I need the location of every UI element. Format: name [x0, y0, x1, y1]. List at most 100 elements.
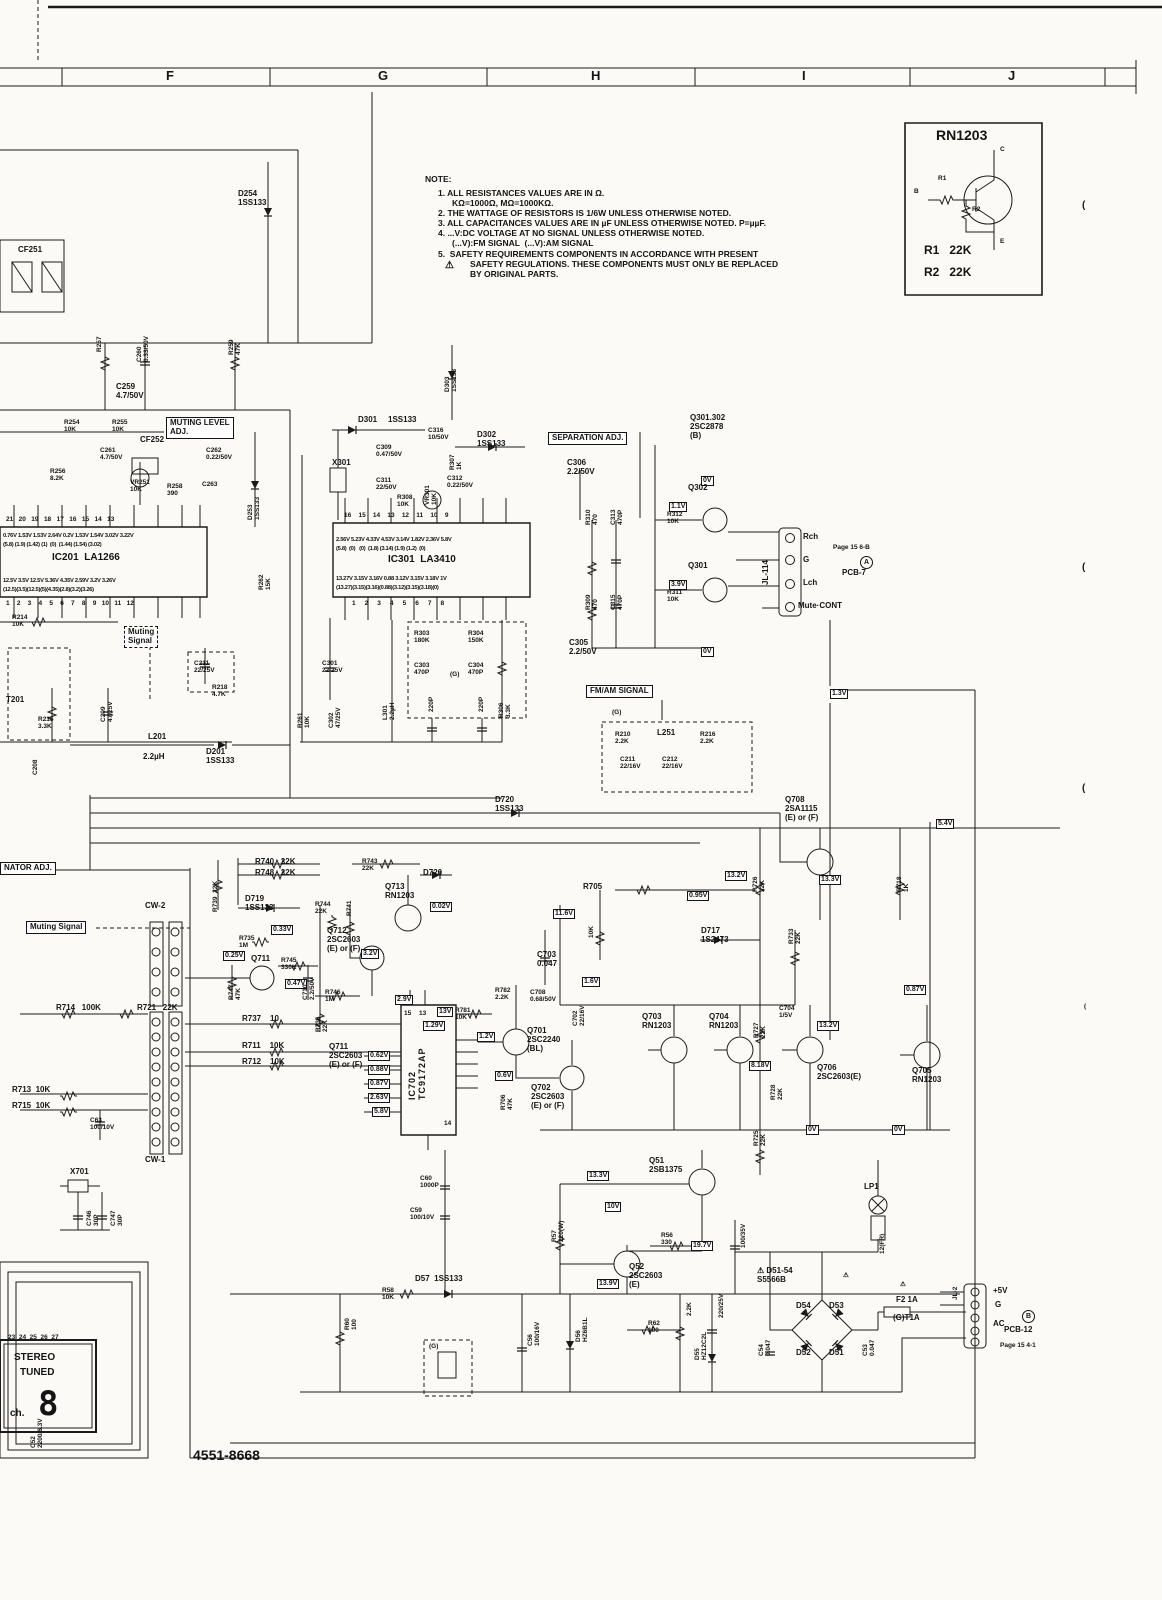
component-label: R782 2.2K: [495, 987, 511, 1002]
component-label: R735 1M: [239, 935, 255, 950]
component-label: R736 22K: [315, 1016, 330, 1032]
component-label: D53: [829, 1301, 844, 1310]
component-label: B: [1022, 1310, 1035, 1323]
component-label: R56 330: [661, 1232, 673, 1247]
component-label: 3.2V: [361, 949, 380, 960]
component-label: Q711 2SC2603 (E) or (F): [329, 1042, 363, 1069]
component-label: JL-114: [761, 560, 770, 585]
component-label: C53 0.047: [862, 1339, 877, 1356]
component-label: C304 470P: [468, 662, 484, 677]
component-label: 100/35V: [740, 1223, 747, 1248]
note-line: (...V):FM SIGNAL (...V):AM SIGNAL: [452, 238, 594, 248]
component-label: R739 22K: [212, 880, 219, 912]
component-label: Lch: [803, 578, 818, 587]
component-label: R740 22K: [255, 857, 296, 866]
component-label: R712 10K: [242, 1057, 285, 1066]
component-label: 0V: [806, 1125, 819, 1136]
component-label: R216 2.2K: [700, 731, 716, 746]
note-line: 2. THE WATTAGE OF RESISTORS IS 1/6W UNLE…: [438, 208, 732, 218]
component-label: JL-2: [952, 1286, 959, 1300]
component-label: R261 10K: [297, 712, 312, 728]
component-label: 1 2 3 4 5 6 7 8 9 10 11 12: [6, 600, 134, 607]
component-label: 1.1V: [669, 502, 688, 513]
component-label: C703 0.047: [537, 950, 558, 968]
component-label: X701: [70, 1167, 89, 1176]
component-label: R781 10K: [455, 1007, 471, 1022]
component-label: R718 1K: [896, 876, 911, 892]
note-line: 3. ALL CAPACITANCES VALUES ARE IN µF UNL…: [438, 218, 767, 228]
component-label: C301 22/25V: [322, 660, 343, 675]
component-label: +5V: [993, 1286, 1008, 1295]
component-label: C302 47/25V: [328, 707, 343, 728]
component-label: R745 330K: [281, 957, 297, 972]
component-label: 1.3V: [830, 689, 849, 700]
component-label: C306 2.2/50V: [567, 458, 595, 476]
component-label: C211 22/16V: [620, 756, 641, 771]
note-line: BY ORIGINAL PARTS.: [470, 269, 559, 279]
component-label: IC702 TC9172AP: [407, 1047, 427, 1100]
component-label: C54 0.047: [758, 1339, 773, 1356]
component-label: CF252: [140, 435, 165, 444]
component-label: C: [1000, 146, 1005, 153]
component-label: R743 22K: [362, 858, 378, 873]
component-label: R308 10K: [397, 494, 413, 509]
component-label: Q703 RN1203: [642, 1012, 672, 1030]
component-label: C746 30P: [86, 1210, 101, 1226]
component-label: 13.3V: [587, 1171, 610, 1182]
component-label: Page 15 6-B: [833, 544, 870, 551]
component-label: C311 22/50V: [376, 477, 397, 492]
component-label: C212 22/16V: [662, 756, 683, 771]
component-label: Mute·CONT: [798, 601, 842, 610]
component-label: NATOR ADJ.: [0, 862, 56, 875]
component-label: Q712 2SC2603 (E) or (F): [327, 926, 361, 953]
component-label: 0V: [701, 647, 714, 658]
grid-column-letter: F: [166, 68, 174, 83]
component-label: 2.63V: [368, 1093, 391, 1104]
component-label: R312 10K: [667, 511, 683, 526]
component-label: 2.56V 5.23V 4.33V 4.53V 3.14V 1.82V 2.36…: [336, 537, 452, 543]
component-label: R711 10K: [242, 1041, 285, 1050]
component-label: R304 150K: [468, 630, 484, 645]
component-label: 19.7V: [691, 1241, 714, 1252]
component-label: R258 390: [167, 483, 183, 498]
component-label: 5.4V: [936, 819, 955, 830]
component-label: Q706 2SC2603(E): [817, 1063, 862, 1081]
component-label: R2 22K: [924, 265, 972, 279]
component-label: G: [803, 555, 810, 564]
component-label: D254 1SS133: [238, 189, 267, 207]
component-label: 13.2V: [817, 1021, 840, 1032]
component-label: R1 22K: [924, 243, 972, 257]
component-label: D52: [796, 1348, 811, 1357]
component-label: (5.8) (1.9) (1.42) (1) (0) (1.44) (1.54)…: [3, 542, 102, 548]
component-label: (: [1082, 200, 1086, 211]
document-number: 4551-8668: [193, 1447, 260, 1463]
component-label: Q704 RN1203: [709, 1012, 739, 1030]
component-label: Rch: [803, 532, 819, 541]
component-label: C208: [32, 759, 39, 775]
component-label: C259 4.7/50V: [116, 382, 144, 400]
component-label: 10K: [588, 926, 595, 938]
component-label: C261 4.7/50V: [100, 447, 123, 462]
component-label: R705: [583, 882, 603, 891]
component-label: 3.9V: [669, 580, 688, 591]
display-channel-label: ch.: [10, 1408, 25, 1419]
component-label: R715 10K: [12, 1101, 51, 1110]
component-label: R215 3.3K: [38, 716, 54, 731]
component-label: 220P: [478, 696, 485, 712]
component-label: IC301 LA3410: [388, 554, 456, 565]
component-label: R744 22K: [315, 901, 331, 916]
component-label: C59 100/10V: [410, 1207, 435, 1222]
component-label: 21 20 19 18 17 16 15 14 13: [6, 516, 115, 523]
component-label: 13V: [437, 1007, 454, 1018]
component-label: R733 22K: [788, 928, 803, 944]
component-label: D56 HZ6B1L: [575, 1317, 590, 1342]
component-label: 0.47V: [285, 979, 308, 990]
component-label: C710 2.2/50V: [302, 977, 317, 1000]
component-label: ⚠: [900, 1281, 906, 1288]
component-label: 5.8V: [372, 1107, 391, 1118]
component-label: A: [860, 556, 873, 569]
component-label: C309 0.47/50V: [376, 444, 403, 459]
component-label: VR301 10K: [424, 485, 439, 505]
component-label: 220P: [428, 696, 435, 712]
